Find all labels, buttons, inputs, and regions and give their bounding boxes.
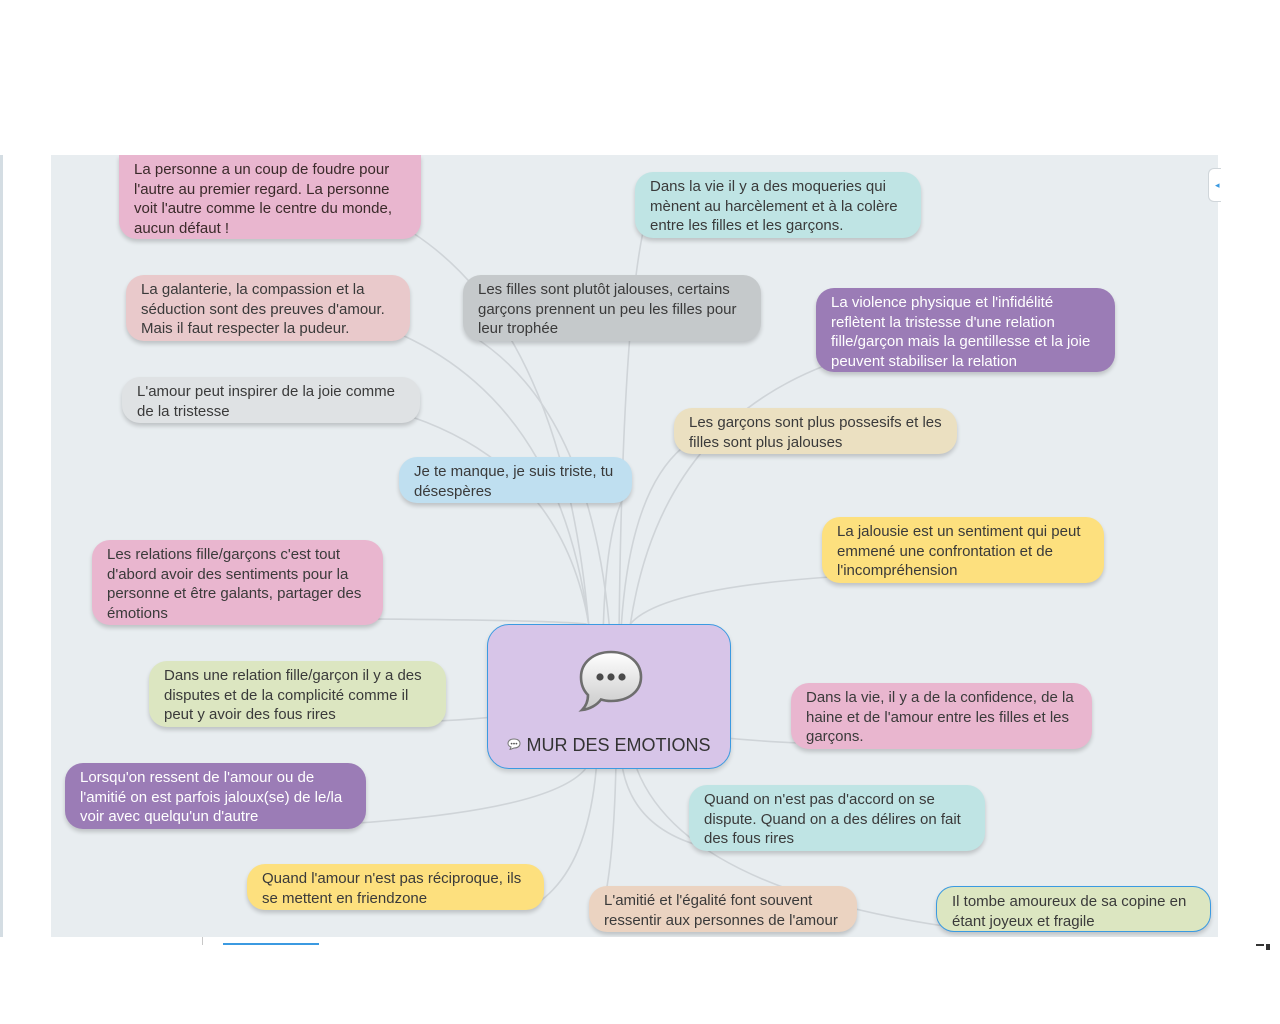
link-coup-de-foudre [412,232,590,625]
link-je-te-manque [602,496,625,625]
link-joie-tristesse [411,416,590,625]
link-pas-accord [621,768,698,846]
idea-text: Les relations fille/garçons c'est tout d… [107,546,362,622]
idea-node-joie-tristesse[interactable]: L'amour peut inspirer de la joie comme d… [122,377,420,423]
idea-text: L'amitié et l'égalité font souvent resse… [604,892,838,929]
idea-text: La violence physique et l'infidélité ref… [831,294,1091,370]
idea-text: Dans la vie, il y a de la confidence, de… [806,689,1074,745]
active-tab-indicator[interactable] [223,943,319,945]
idea-node-violence[interactable]: La violence physique et l'infidélité ref… [816,288,1115,372]
idea-node-coup-de-foudre[interactable]: La personne a un coup de foudre pour l'a… [119,155,421,239]
resize-corner-icon [1256,944,1270,950]
idea-node-galanterie[interactable]: La galanterie, la compassion et la séduc… [126,275,410,341]
link-amoureux [636,768,945,927]
speech-bubble-icon [507,738,521,750]
side-panel-toggle[interactable] [1208,168,1221,202]
link-jaloux [357,768,587,824]
idea-node-filles-jalouses[interactable]: Les filles sont plutôt jalouses, certain… [463,275,761,341]
idea-node-amitie-egalite[interactable]: L'amitié et l'égalité font souvent resse… [589,886,857,932]
idea-node-amoureux[interactable]: Il tombe amoureux de sa copine en étant … [936,886,1211,932]
mindmap-canvas[interactable]: La personne a un coup de foudre pour l'a… [51,155,1218,937]
central-idea-node[interactable]: MUR DES EMOTIONS [487,624,731,769]
link-jalousie [629,576,831,625]
central-idea-title: MUR DES EMOTIONS [488,735,730,756]
speech-bubble-icon [578,650,643,712]
idea-text: Les garçons sont plus possesifs et les f… [689,414,942,451]
idea-text: La galanterie, la compassion et la séduc… [141,281,385,337]
idea-text: Il tombe amoureux de sa copine en étant … [952,893,1187,930]
idea-node-moqueries[interactable]: Dans la vie il y a des moqueries qui mèn… [635,172,921,238]
idea-node-je-te-manque[interactable]: Je te manque, je suis triste, tu désespè… [399,457,632,503]
idea-node-jaloux[interactable]: Lorsqu'on ressent de l'amour ou de l'ami… [65,763,366,829]
idea-text: La jalousie est un sentiment qui peut em… [837,523,1081,579]
idea-text: Lorsqu'on ressent de l'amour ou de l'ami… [80,769,343,825]
idea-node-relations[interactable]: Les relations fille/garçons c'est tout d… [92,540,383,625]
idea-text: Les filles sont plutôt jalouses, certain… [478,281,737,337]
idea-node-confidence[interactable]: Dans la vie, il y a de la confidence, de… [791,683,1092,749]
central-title-text: MUR DES EMOTIONS [526,735,711,755]
tab-divider [202,937,203,945]
idea-text: Dans la vie il y a des moqueries qui mèn… [650,178,898,234]
idea-node-possessifs[interactable]: Les garçons sont plus possesifs et les f… [674,408,957,454]
idea-node-friendzone[interactable]: Quand l'amour n'est pas réciproque, ils … [247,864,544,910]
idea-node-disputes[interactable]: Dans une relation fille/garçon il y a de… [149,661,446,727]
link-friendzone [535,768,597,905]
link-moqueries [618,231,644,625]
idea-text: L'amour peut inspirer de la joie comme d… [137,383,395,420]
panel-arrow-icon: ◂ [1215,180,1220,190]
idea-text: Quand on n'est pas d'accord on se disput… [704,791,961,847]
link-relations [374,618,587,625]
idea-text: Je te manque, je suis triste, tu désespè… [414,463,614,500]
idea-text: La personne a un coup de foudre pour l'a… [134,161,392,237]
idea-node-pas-accord[interactable]: Quand on n'est pas d'accord on se disput… [689,785,985,851]
idea-node-jalousie[interactable]: La jalousie est un sentiment qui peut em… [822,517,1104,583]
idea-text: Dans une relation fille/garçon il y a de… [164,667,422,723]
link-violence [629,365,825,625]
left-panel-edge [0,155,3,937]
link-possessifs [620,447,683,625]
link-galanterie [401,334,590,625]
link-filles-jalouses [470,334,610,625]
idea-text: Quand l'amour n'est pas réciproque, ils … [262,870,522,907]
